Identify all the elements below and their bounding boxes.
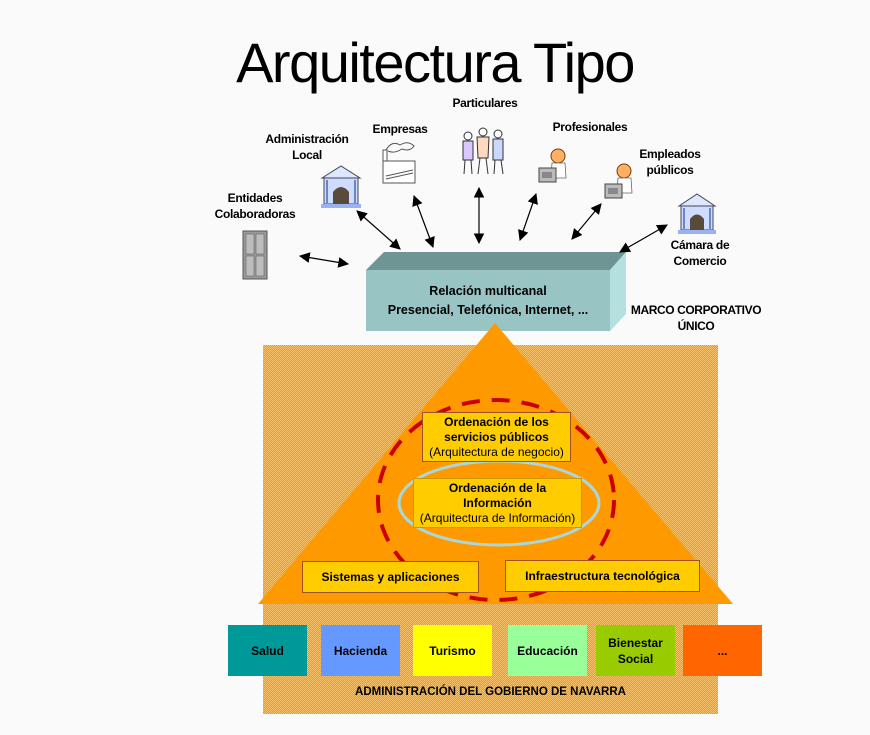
department-educacion: Educación bbox=[508, 625, 587, 676]
actor-label-line: públicos bbox=[646, 163, 694, 177]
actor-label-line: Colaboradoras bbox=[214, 207, 296, 221]
actor-label-line: Administración bbox=[265, 132, 349, 146]
department-label: Turismo bbox=[429, 643, 476, 658]
actor-label-empleados-publicos: Empleados públicos bbox=[620, 146, 720, 178]
channel-box-label: Relación multicanal Presencial, Telefóni… bbox=[366, 282, 610, 320]
government-building-icon bbox=[320, 165, 362, 208]
department-turismo: Turismo bbox=[413, 625, 492, 676]
arrow-empresas bbox=[412, 194, 435, 249]
person-at-computer-icon bbox=[538, 148, 567, 183]
arrow-profesionales bbox=[518, 192, 538, 242]
administration-label: ADMINISTRACIÓN DEL GOBIERNO DE NAVARRA bbox=[355, 686, 626, 698]
person-at-computer-icon bbox=[604, 163, 633, 199]
department-label: Salud bbox=[251, 643, 284, 658]
department-label: ... bbox=[717, 643, 728, 658]
government-building-icon bbox=[677, 193, 717, 234]
actor-label-line: Cámara de bbox=[670, 238, 730, 252]
negocio-line3: (Arquitectura de negocio) bbox=[429, 445, 564, 459]
channel-box-line1: Relación multicanal bbox=[429, 284, 547, 298]
informacion-line1: Ordenación de la bbox=[448, 481, 547, 495]
actor-label-line: Empresas bbox=[372, 122, 428, 136]
arrow-entidades bbox=[298, 252, 350, 268]
sistemas-box: Sistemas y aplicaciones bbox=[302, 561, 479, 593]
actor-label-line: Particulares bbox=[452, 96, 518, 110]
negocio-line2: servicios públicos bbox=[444, 430, 549, 444]
channel-box-top bbox=[366, 252, 626, 270]
arrow-empleados bbox=[571, 203, 602, 240]
actor-label-profesionales: Profesionales bbox=[535, 119, 645, 135]
department-label: Hacienda bbox=[333, 643, 388, 658]
actor-label-line: Entidades bbox=[227, 191, 283, 205]
actor-label-particulares: Particulares bbox=[430, 95, 540, 111]
informacion-line2: Información bbox=[463, 496, 532, 510]
informacion-line3: (Arquitectura de Información) bbox=[419, 511, 576, 525]
actor-label-line: Profesionales bbox=[552, 120, 628, 134]
dashed-ellipse bbox=[376, 398, 616, 602]
actor-label-administracion-local: Administración Local bbox=[247, 131, 367, 163]
actor-label-camara-de-comercio: Cámara de Comercio bbox=[650, 237, 750, 269]
actor-label-line: Empleados bbox=[639, 147, 701, 161]
channel-box-side bbox=[610, 252, 626, 331]
department-bienestar-social: Bienestar Social bbox=[596, 625, 675, 676]
channel-box-line2: Presencial, Telefónica, Internet, ... bbox=[387, 303, 589, 317]
arrow-camara bbox=[619, 224, 668, 253]
channel-box-front bbox=[366, 270, 610, 331]
pyramid bbox=[258, 323, 733, 604]
cabinet-icon bbox=[242, 230, 268, 280]
department-label: Educación bbox=[517, 643, 578, 658]
department-more: ... bbox=[683, 625, 762, 676]
department-label: Bienestar Social bbox=[608, 635, 663, 666]
actor-label-empresas: Empresas bbox=[350, 121, 450, 137]
people-icon bbox=[462, 127, 504, 175]
infraestructura-box: Infraestructura tecnológica bbox=[505, 560, 700, 592]
negocio-box: Ordenación de los servicios públicos (Ar… bbox=[422, 412, 571, 462]
negocio-line1: Ordenación de los bbox=[444, 415, 549, 429]
actor-label-line: Local bbox=[292, 148, 322, 162]
factory-icon bbox=[382, 142, 416, 184]
actor-label-entidades-colaboradoras: Entidades Colaboradoras bbox=[200, 190, 310, 222]
department-salud: Salud bbox=[228, 625, 307, 676]
actor-label-line: Comercio bbox=[673, 254, 727, 268]
marco-corporativo-label: MARCO CORPORATIVO ÚNICO bbox=[622, 302, 770, 334]
marco-line2: ÚNICO bbox=[677, 319, 715, 333]
informacion-box: Ordenación de la Información (Arquitectu… bbox=[413, 478, 582, 528]
department-hacienda: Hacienda bbox=[321, 625, 400, 676]
arrow-admin-local bbox=[356, 210, 401, 250]
page-title: Arquitectura Tipo bbox=[236, 31, 635, 94]
marco-line1: MARCO CORPORATIVO bbox=[630, 303, 762, 317]
